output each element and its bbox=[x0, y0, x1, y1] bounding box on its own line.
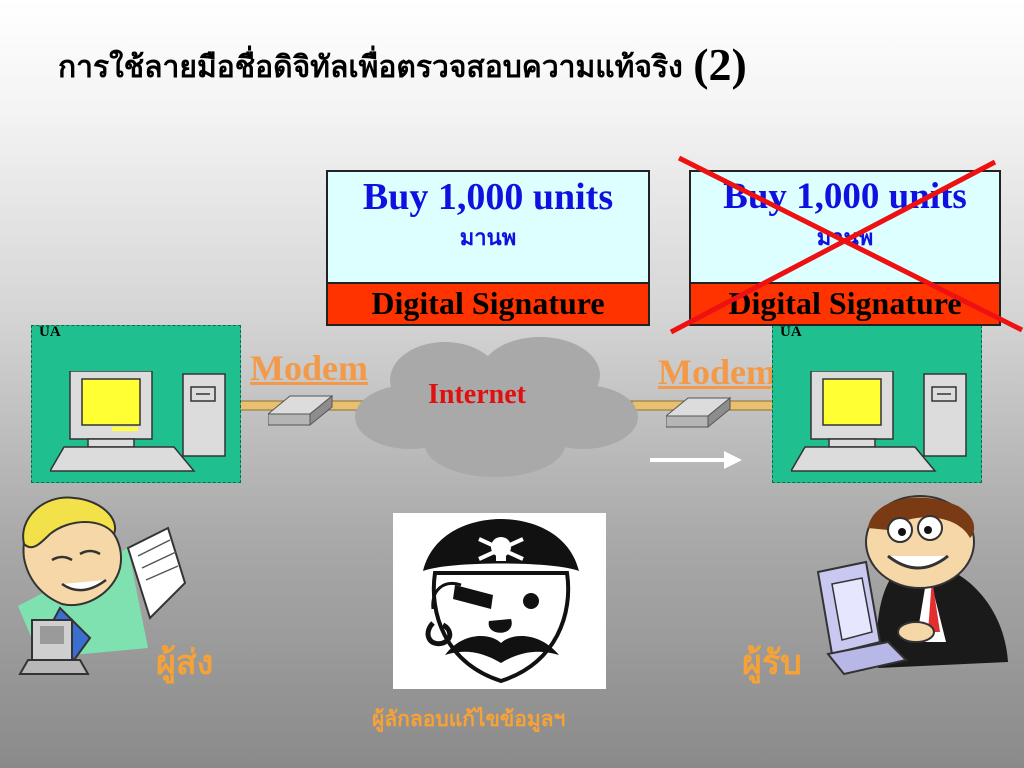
computer-icon bbox=[50, 371, 226, 472]
original-message-box: Buy 1,000 units มานพ Digital Signature bbox=[326, 170, 650, 326]
ua-label: UA bbox=[780, 324, 802, 340]
cloud-icon bbox=[355, 337, 638, 477]
signer-name: มานพ bbox=[459, 226, 517, 251]
modem-icon bbox=[268, 394, 334, 427]
arrow-right-icon bbox=[650, 451, 742, 469]
slide-title-thai: การใช้ลายมือชื่อดิจิทัลเพื่อตรวจสอบความแ… bbox=[58, 50, 683, 85]
modem-label-left: Modem bbox=[250, 348, 368, 388]
ua-label: UA bbox=[39, 324, 61, 340]
slide-title: การใช้ลายมือชื่อดิจิทัลเพื่อตรวจสอบความแ… bbox=[58, 30, 998, 100]
pirate-icon bbox=[423, 519, 579, 684]
slide-title-number: (2) bbox=[693, 39, 747, 90]
receiver-label: ผู้รับ bbox=[742, 643, 802, 683]
sender-label: ผู้ส่ง bbox=[156, 643, 214, 683]
sender-computer-panel: UA bbox=[31, 324, 241, 483]
digital-signature-label: Digital Signature bbox=[328, 282, 648, 324]
tampered-message-box: Buy 1,000 units มานพ Digital Signature bbox=[689, 170, 1001, 326]
receiver-computer-panel: UA bbox=[772, 324, 982, 483]
sender-person-icon bbox=[18, 496, 187, 675]
modem-label-right: Modem bbox=[658, 352, 776, 392]
attacker-image bbox=[393, 513, 606, 689]
message-text: Buy 1,000 units bbox=[362, 176, 614, 218]
computer-icon bbox=[791, 371, 967, 472]
internet-label: Internet bbox=[428, 379, 526, 410]
modem-icon bbox=[666, 396, 732, 429]
cross-icon bbox=[669, 155, 1024, 335]
receiver-person-icon bbox=[816, 495, 1008, 676]
digital-signature-label: Digital Signature bbox=[691, 282, 999, 324]
attacker-label: ผู้ลักลอบแก้ไขข้อมูลฯ bbox=[372, 707, 566, 731]
